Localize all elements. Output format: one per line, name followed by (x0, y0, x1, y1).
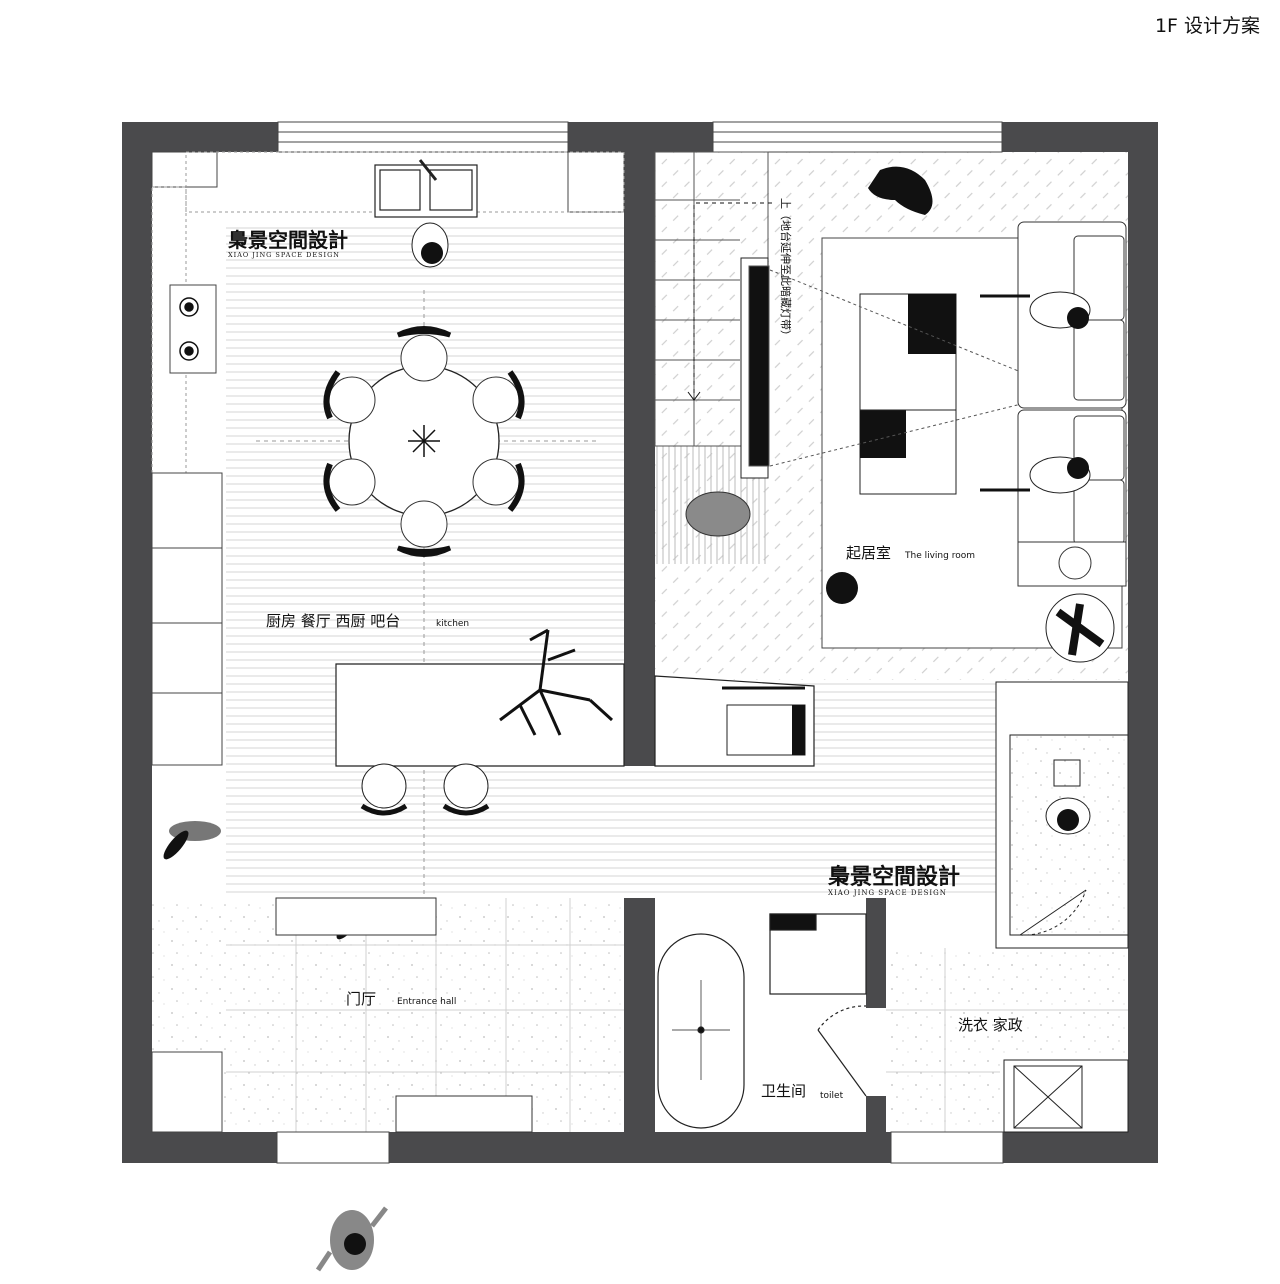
person-icon (980, 291, 1091, 494)
windows (276, 121, 1004, 1164)
branch-sculpture-icon (499, 628, 614, 736)
brand-name: 梟景空間設計 (827, 864, 960, 890)
washing-machine-icon (1003, 1059, 1129, 1133)
kitchen-label-en: kitchen (436, 619, 469, 629)
entrance-label: 门厅 (346, 990, 376, 1008)
person-icon (315, 1206, 388, 1272)
staircase (654, 151, 772, 479)
person-icon (1045, 797, 1091, 835)
stone-icon (685, 491, 751, 537)
bar-island (335, 663, 815, 767)
living-label-en: The living room (904, 551, 975, 561)
toilet-label-en: toilet (820, 1091, 844, 1101)
dining-table (256, 290, 600, 898)
bathroom (657, 898, 886, 1132)
coffee-tables (859, 293, 957, 495)
person-icon (411, 222, 449, 268)
brand-mark: 梟景空間設計 XIAO JING SPACE DESIGN (827, 864, 960, 897)
shower-room (995, 681, 1129, 949)
tile-grid (226, 898, 1128, 1132)
brand-mark: 梟景空間設計 XIAO JING SPACE DESIGN (227, 228, 348, 259)
dining-chairs (328, 334, 520, 548)
cooktop-icon (179, 297, 199, 361)
side-table-icon (1045, 593, 1115, 663)
walls (122, 122, 1158, 1163)
sofa (1017, 221, 1127, 587)
brand-name: 梟景空間設計 (227, 228, 348, 252)
chair-backs (323, 326, 525, 557)
entrance-label-en: Entrance hall (397, 997, 456, 1007)
stair-note: 上（地台延伸至此暗藏灯带） (779, 198, 793, 341)
sheet-title: 1F 设计方案 (1155, 15, 1260, 37)
living-label: 起居室 (846, 544, 891, 562)
toilet-label: 卫生间 (761, 1082, 806, 1100)
kitchen-sink-icon (374, 159, 478, 218)
stool-icon (826, 572, 858, 604)
brand-subtitle: XIAO JING SPACE DESIGN (228, 251, 340, 259)
brand-subtitle: XIAO JING SPACE DESIGN (828, 889, 947, 897)
bar-stools (360, 763, 490, 816)
entrance-furniture (275, 897, 533, 1133)
dog-icon (868, 166, 933, 215)
kitchen-label: 厨房 餐厅 西厨 吧台 (266, 612, 400, 630)
laundry-label: 洗衣 家政 (958, 1016, 1023, 1034)
table-centerpiece-icon (408, 425, 440, 457)
